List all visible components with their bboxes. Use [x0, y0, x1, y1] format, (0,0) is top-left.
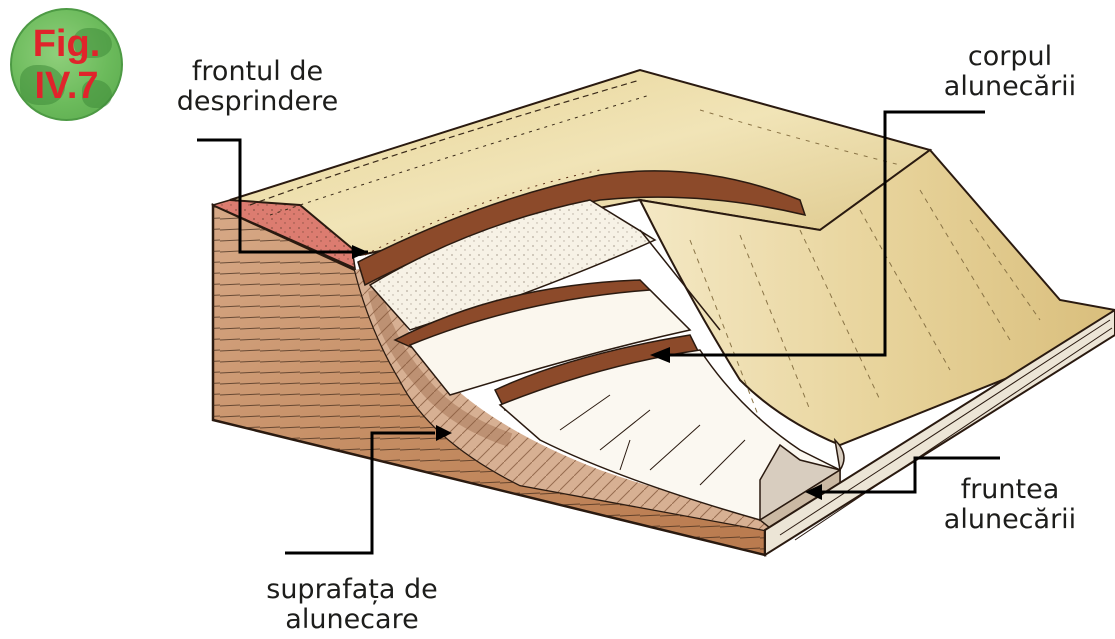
- label-line: suprafața de: [252, 575, 452, 605]
- label-corpul-alunecarii: corpul alunecării: [935, 42, 1085, 102]
- label-line: corpul: [935, 42, 1085, 72]
- label-line: desprindere: [170, 87, 345, 117]
- label-line: fruntea: [935, 475, 1085, 505]
- label-fruntea-alunecarii: fruntea alunecării: [935, 475, 1085, 535]
- figure-badge: Fig. IV.7: [10, 8, 123, 121]
- label-line: alunecare: [252, 605, 452, 635]
- figure-label-line1: Fig.: [12, 24, 121, 64]
- figure-label-line2: IV.7: [12, 66, 121, 106]
- label-line: alunecării: [935, 72, 1085, 102]
- label-line: frontul de: [170, 57, 345, 87]
- label-line: alunecării: [935, 505, 1085, 535]
- label-suprafata-de-alunecare: suprafața de alunecare: [252, 575, 452, 635]
- label-frontul-de-desprindere: frontul de desprindere: [170, 57, 345, 117]
